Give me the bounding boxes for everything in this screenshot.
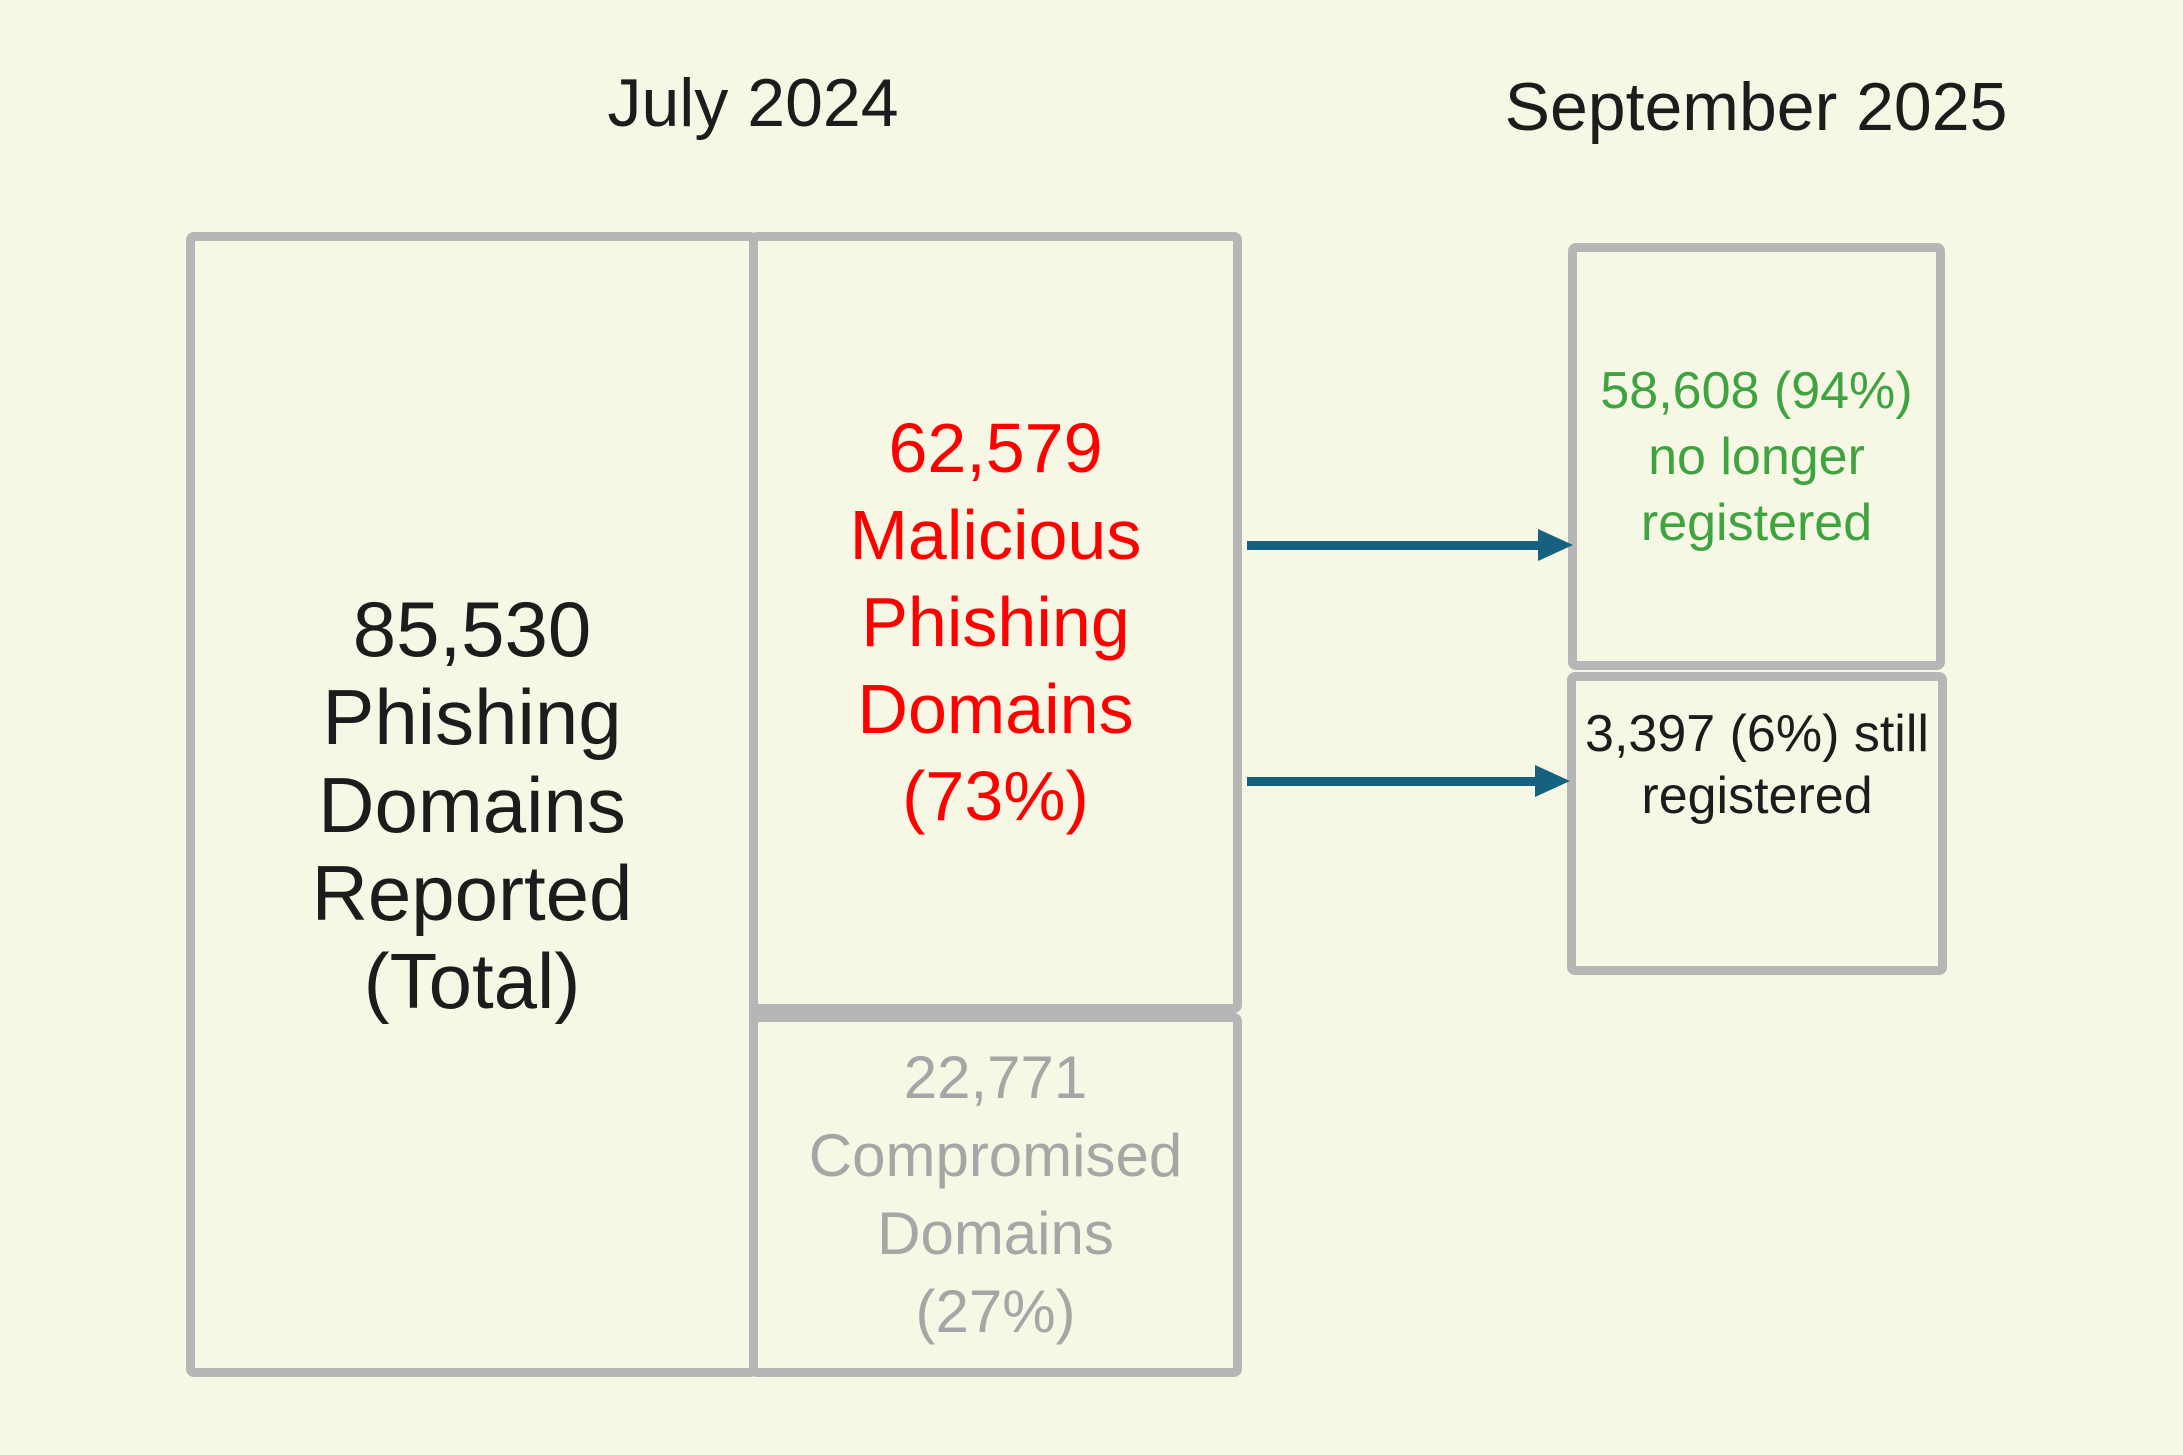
arrow-right-icon bbox=[1538, 529, 1573, 561]
malicious-box-text-line: (73%) bbox=[902, 757, 1089, 835]
arrow-right-icon bbox=[1535, 765, 1570, 797]
arrow-malicious-to-no-longer-registered bbox=[1247, 541, 1540, 550]
compromised-domains-box: 22,771 Compromised Domains (27%) bbox=[749, 1013, 1242, 1377]
malicious-phishing-domains-box: 62,579 Malicious Phishing Domains (73%) bbox=[749, 232, 1242, 1013]
period-title-september-2025: September 2025 bbox=[1504, 69, 2008, 145]
compromised-box-text-line: 22,771 bbox=[903, 1044, 1088, 1111]
arrow-malicious-to-still-registered bbox=[1247, 777, 1537, 786]
no-longer-box-text-line: registered bbox=[1640, 493, 1873, 552]
malicious-box-text-line: 62,579 bbox=[888, 409, 1103, 487]
no-longer-box-text-line: no longer bbox=[1648, 427, 1865, 486]
malicious-box-text-line: Domains bbox=[857, 670, 1134, 748]
malicious-box-text-line: Phishing bbox=[861, 583, 1130, 661]
total-box-text-line: Domains bbox=[318, 760, 626, 849]
still-box-text-line: 3,397 (6%) still bbox=[1585, 705, 1929, 763]
total-phishing-domains-box: 85,530 Phishing Domains Reported (Total) bbox=[186, 232, 758, 1377]
period-title-july-2024: July 2024 bbox=[607, 65, 899, 141]
no-longer-registered-box: 58,608 (94%) no longer registered bbox=[1568, 243, 1945, 670]
still-box-text-line: registered bbox=[1641, 767, 1873, 825]
total-box-text-line: 85,530 Phishing bbox=[322, 584, 622, 761]
compromised-box-text-line: Compromised bbox=[808, 1122, 1183, 1189]
malicious-box-text-line: Malicious bbox=[849, 496, 1142, 574]
compromised-box-text-line: (27%) bbox=[915, 1278, 1076, 1345]
no-longer-box-text-line: 58,608 (94%) bbox=[1600, 361, 1913, 420]
compromised-box-text-line: Domains bbox=[877, 1200, 1114, 1267]
still-registered-box: 3,397 (6%) still registered bbox=[1567, 672, 1947, 975]
total-box-text-line: (Total) bbox=[363, 936, 581, 1025]
total-box-text-line: Reported bbox=[311, 848, 633, 937]
